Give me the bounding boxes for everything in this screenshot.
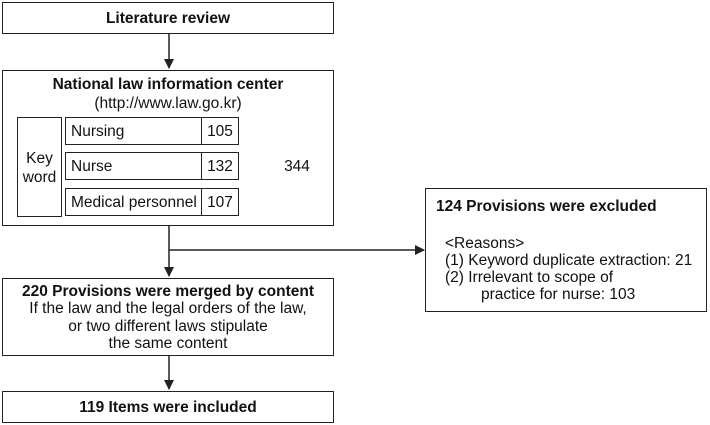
reason-1: (1) Keyword duplicate extraction: 21 bbox=[445, 252, 693, 269]
keyword-term-medical-personnel: Medical personnel bbox=[65, 188, 203, 216]
excluded-title: 124 Provisions were excluded bbox=[436, 198, 657, 215]
keyword-count-nurse: 132 bbox=[201, 152, 239, 180]
merged-line-1: If the law and the legal orders of the l… bbox=[29, 300, 307, 317]
merged-title: 220 Provisions were merged by content bbox=[21, 283, 315, 300]
source-url: (http://www.law.go.kr) bbox=[94, 95, 242, 112]
source-title: National law information center bbox=[52, 76, 284, 93]
literature-review-label: Literature review bbox=[105, 10, 231, 27]
included-box: 119 Items were included bbox=[2, 391, 334, 423]
keyword-label-box: Key word bbox=[17, 117, 62, 217]
keyword-label-line1: Key bbox=[26, 150, 53, 167]
keyword-term-nursing: Nursing bbox=[65, 117, 203, 145]
keyword-count-medical-personnel: 107 bbox=[201, 188, 239, 216]
keyword-term-nurse: Nurse bbox=[65, 152, 203, 180]
included-label: 119 Items were included bbox=[79, 399, 257, 416]
merged-line-2: or two different laws stipulate bbox=[68, 318, 268, 335]
merged-box: 220 Provisions were merged by content If… bbox=[2, 278, 334, 356]
keyword-count-nursing: 105 bbox=[201, 117, 239, 145]
literature-review-box: Literature review bbox=[2, 2, 334, 34]
reasons-header: <Reasons> bbox=[445, 235, 525, 252]
keyword-label-line2: word bbox=[22, 169, 57, 186]
reason-2-line2: practice for nurse: 103 bbox=[481, 286, 636, 303]
merged-line-3: the same content bbox=[108, 335, 228, 352]
total-count: 344 bbox=[284, 158, 310, 175]
reason-2-line1: (2) Irrelevant to scope of bbox=[445, 269, 613, 286]
excluded-box: 124 Provisions were excluded <Reasons> (… bbox=[425, 188, 707, 312]
